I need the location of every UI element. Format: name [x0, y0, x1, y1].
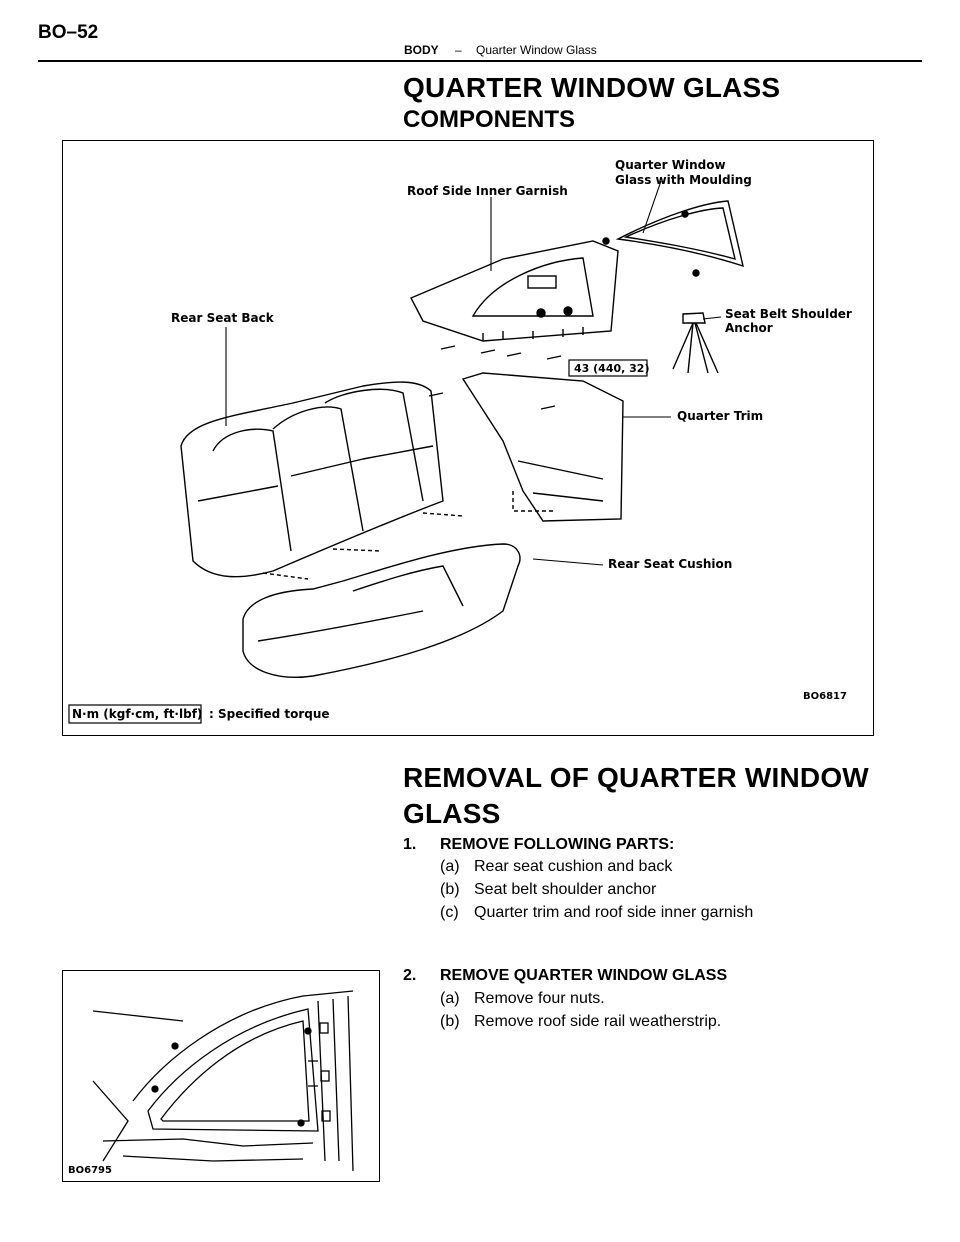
list-item-label: (b) — [440, 881, 460, 898]
legend-text: : Specified torque — [209, 707, 330, 721]
step-2-number: 2. — [403, 967, 417, 984]
list-item: (b) Seat belt shoulder anchor — [440, 881, 656, 899]
list-item: (c) Quarter trim and roof side inner garn… — [440, 904, 753, 922]
quarter-window-figure: BO6795 — [62, 970, 380, 1182]
list-item-label: (a) — [440, 858, 460, 875]
label-quarter-trim: Quarter Trim — [677, 409, 764, 423]
label-quarter-window-1: Quarter Window — [615, 158, 726, 172]
figure-code: BO6817 — [803, 691, 847, 702]
legend-unit: N·m (kgf·cm, ft·lbf) — [72, 707, 203, 721]
step-2-title: REMOVE QUARTER WINDOW GLASS — [440, 967, 728, 984]
list-item-text: Remove four nuts. — [474, 990, 605, 1007]
page-title: QUARTER WINDOW GLASS — [403, 72, 781, 103]
header-section: BODY — [404, 43, 439, 57]
figure-code: BO6795 — [68, 1165, 112, 1176]
rear-seat-cushion-shape — [242, 543, 521, 678]
label-roof-side-inner-garnish: Roof Side Inner Garnish — [407, 184, 568, 198]
label-seat-belt-2: Anchor — [725, 321, 773, 335]
window-frame-shape — [147, 1008, 319, 1132]
roof-side-garnish-shape — [410, 240, 619, 342]
quarter-window-illustration — [92, 990, 354, 1172]
header-separator: – — [455, 43, 462, 57]
list-item: (a) Rear seat cushion and back — [440, 858, 672, 876]
torque-box — [568, 359, 648, 377]
list-item-label: (b) — [440, 1013, 460, 1030]
header-rule — [38, 60, 922, 62]
removal-heading: REMOVAL OF QUARTER WINDOW GLASS — [403, 762, 869, 829]
step-1-title: REMOVE FOLLOWING PARTS: — [440, 836, 675, 853]
legend-box — [68, 704, 202, 724]
step-1-number: 1. — [403, 836, 417, 853]
list-item-text: Quarter trim and roof side inner garnish — [474, 904, 754, 921]
list-item-label: (c) — [440, 904, 459, 921]
components-illustration — [68, 180, 744, 724]
torque-value: 43 (440, 32) — [574, 362, 650, 375]
label-rear-seat-cushion: Rear Seat Cushion — [608, 557, 733, 571]
list-item-text: Rear seat cushion and back — [474, 858, 673, 875]
list-item: (a) Remove four nuts. — [440, 990, 605, 1008]
list-item-text: Remove roof side rail weatherstrip. — [474, 1013, 722, 1030]
page-number: BO–52 — [38, 22, 99, 43]
quarter-trim-shape — [461, 372, 624, 522]
seat-belt-anchor-shape — [682, 312, 706, 324]
list-item-text: Seat belt shoulder anchor — [474, 881, 657, 898]
components-figure: Roof Side Inner Garnish Quarter Window G… — [62, 140, 874, 736]
label-rear-seat-back: Rear Seat Back — [171, 311, 274, 325]
list-item-label: (a) — [440, 990, 460, 1007]
header-topic: Quarter Window Glass — [476, 43, 597, 57]
label-quarter-window-2: Glass with Moulding — [615, 173, 752, 187]
label-seat-belt-1: Seat Belt Shoulder — [725, 307, 852, 321]
rear-seat-back-shape — [180, 381, 444, 578]
components-heading: COMPONENTS — [403, 106, 576, 133]
quarter-window-glass-shape — [615, 200, 744, 268]
list-item: (b) Remove roof side rail weatherstrip. — [440, 1013, 721, 1031]
